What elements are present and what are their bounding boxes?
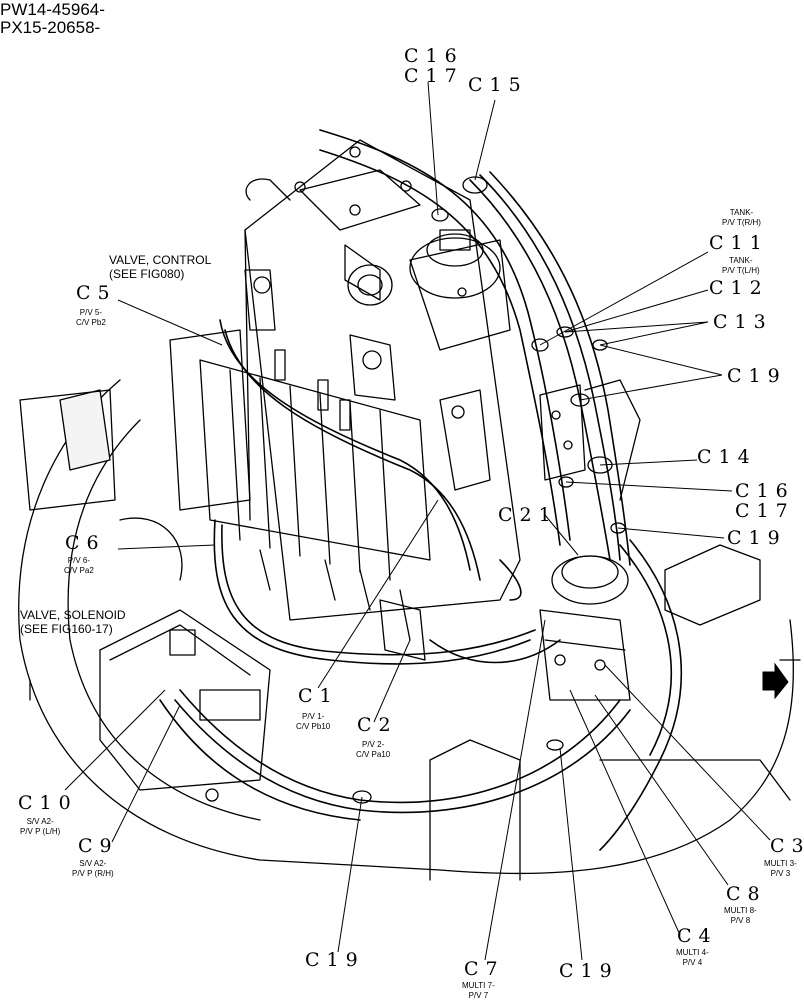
callout-c16-mid: C16 [735, 480, 795, 502]
note-c10-line1: S/V A2- [26, 817, 54, 826]
note-c8: MULTI 8- P/V 8 [724, 906, 757, 925]
arrow-right-icon [762, 662, 789, 700]
callout-c15: C15 [468, 74, 528, 96]
solenoid-valve [99, 609, 271, 802]
tank-frame [244, 139, 521, 621]
note-c6: P/V 6- C/V Pa2 [64, 556, 94, 575]
hose-clamps [352, 176, 626, 804]
callout-c17-mid: C17 [735, 500, 795, 522]
note-c2: P/V 2- C/V Pa10 [356, 740, 390, 759]
note-tank-rh: TANK- P/V T(R/H) [722, 208, 761, 227]
note-c7: MULTI 7- P/V 7 [462, 981, 495, 1000]
note-tank-lh: TANK- P/V T(L/H) [722, 256, 760, 275]
valve-control-fig: (SEE FIG080) [109, 267, 185, 282]
note-c5-line2: C/V Pb2 [76, 317, 106, 327]
callout-c9: C9 [78, 835, 119, 857]
note-c7-line2: P/V 7 [468, 990, 489, 1000]
callout-c19-right-mid: C19 [727, 527, 787, 549]
callout-c14: C14 [697, 446, 757, 468]
control-valve-stack [169, 269, 431, 661]
note-c5: P/V 5- C/V Pb2 [76, 308, 106, 327]
note-tank-lh-line1: TANK- [729, 256, 753, 265]
valve-control-ref: VALVE, CONTROL (SEE FIG080) [109, 253, 211, 282]
multi-valve [539, 555, 631, 701]
callout-c19-bottom-right: C19 [559, 960, 619, 982]
note-c8-line2: P/V 8 [730, 915, 751, 925]
base-plate [18, 379, 801, 881]
note-c2-line1: P/V 2- [362, 740, 385, 749]
valve-control-title: VALVE, CONTROL [109, 253, 212, 267]
note-c4-line2: P/V 4 [682, 957, 703, 967]
callout-c6: C6 [65, 532, 106, 554]
pilot-hoses [159, 129, 683, 851]
note-c6-line1: P/V 6- [67, 556, 91, 565]
note-c7-line1: MULTI 7- [462, 981, 495, 990]
note-c2-line2: C/V Pa10 [356, 749, 391, 759]
note-c1-line2: C/V Pb10 [296, 721, 331, 731]
valve-solenoid-ref: VALVE, SOLENOID (SEE FIG160-17) [20, 608, 126, 637]
callout-c7: C7 [464, 958, 505, 980]
note-c4: MULTI 4- P/V 4 [676, 948, 709, 967]
callout-c13: C13 [713, 311, 773, 333]
note-c4-line1: MULTI 4- [676, 948, 709, 957]
callout-c21: C21 [498, 504, 558, 526]
note-c9-line2: P/V P (R/H) [72, 868, 114, 878]
serial-number-1: PW14-45964- [0, 0, 105, 19]
note-tank-lh-line2: P/V T(L/H) [722, 265, 760, 275]
note-c9: S/V A2- P/V P (R/H) [72, 859, 114, 878]
callout-c19-right-top: C19 [727, 365, 787, 387]
note-tank-rh-line1: TANK- [729, 208, 754, 217]
note-c3: MULTI 3- P/V 3 [764, 859, 797, 878]
callout-c2: C2 [357, 714, 398, 736]
callout-c19-bottom-left: C19 [305, 949, 365, 971]
note-c10: S/V A2- P/V P (L/H) [20, 817, 60, 836]
leader-lines [64, 81, 771, 961]
callout-c17-top: C17 [404, 65, 464, 87]
note-c3-line2: P/V 3 [770, 868, 791, 878]
callout-c8: C8 [726, 883, 767, 905]
callout-c5: C5 [76, 282, 117, 304]
note-c3-line1: MULTI 3- [764, 859, 797, 868]
note-c5-line1: P/V 5- [79, 308, 103, 317]
callout-c4: C4 [677, 925, 718, 947]
note-c10-line2: P/V P (L/H) [20, 826, 61, 836]
note-c1-line1: P/V 1- [302, 712, 325, 721]
serial-number-2: PX15-20658- [0, 18, 101, 37]
valve-solenoid-fig: (SEE FIG160-17) [20, 622, 113, 637]
note-c1: P/V 1- C/V Pb10 [296, 712, 330, 731]
note-c9-line1: S/V A2- [79, 859, 107, 868]
callout-c12: C12 [709, 277, 769, 299]
note-c6-line2: C/V Pa2 [64, 565, 94, 575]
callout-c16-top: C16 [404, 45, 464, 67]
note-tank-rh-line2: P/V T(R/H) [722, 217, 761, 227]
note-c8-line1: MULTI 8- [724, 906, 757, 915]
callout-c10: C10 [18, 792, 78, 814]
callout-c1: C1 [298, 685, 339, 707]
valve-solenoid-title: VALVE, SOLENOID [20, 608, 126, 622]
callout-c3: C3 [770, 835, 804, 857]
callout-c11: C11 [709, 232, 769, 254]
